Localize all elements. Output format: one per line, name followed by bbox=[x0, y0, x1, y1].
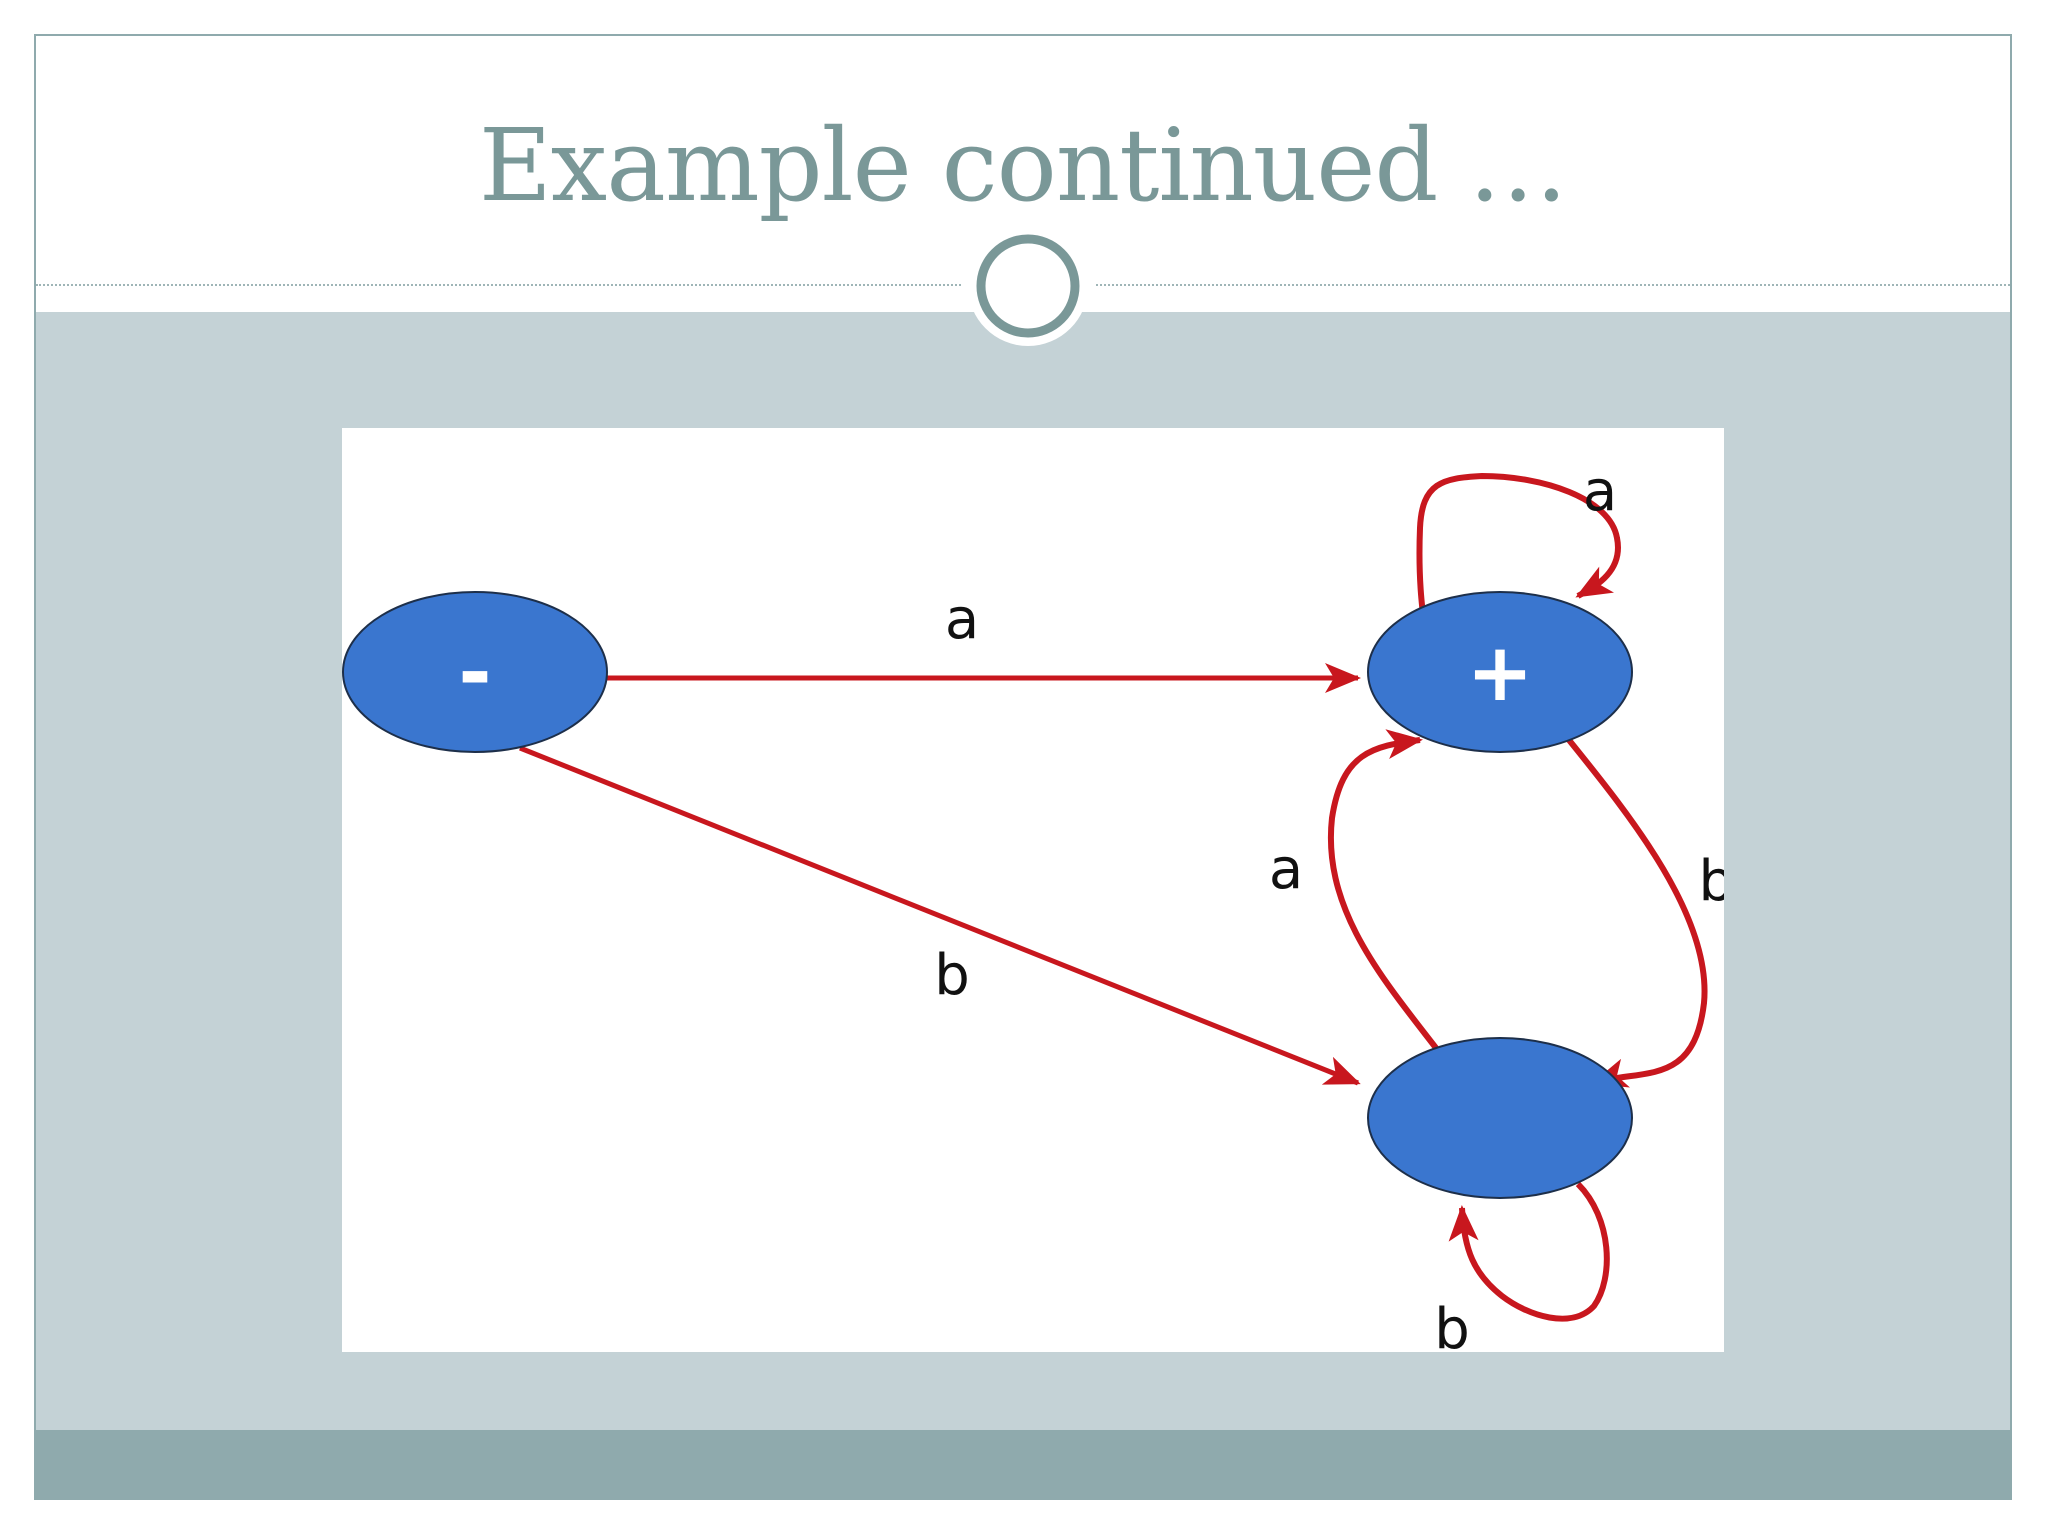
edge-other-to-final bbox=[1327, 729, 1439, 1050]
state-start-node bbox=[342, 591, 608, 753]
state-diagram-panel: - + a b a b a b bbox=[342, 428, 1724, 1352]
edge-label-final-self-loop: a bbox=[1583, 459, 1617, 524]
state-start: - bbox=[342, 591, 608, 753]
edge-start-to-other bbox=[519, 745, 1361, 1086]
state-final-node bbox=[1367, 591, 1633, 753]
title-divider-left bbox=[36, 284, 961, 286]
slide: Example continued … bbox=[34, 34, 2012, 1500]
edge-label-other-to-final: a bbox=[1269, 837, 1303, 902]
state-other bbox=[1367, 1037, 1633, 1199]
state-diagram: - + a b a b a b bbox=[342, 459, 1724, 1352]
edge-final-to-other bbox=[1566, 738, 1708, 1088]
edge-final-self-loop bbox=[1416, 472, 1621, 641]
state-final-label: + bbox=[1466, 626, 1533, 719]
edge-label-start-to-other: b bbox=[934, 943, 970, 1008]
footer-band bbox=[36, 1430, 2010, 1498]
state-other-node bbox=[1367, 1037, 1633, 1199]
edge-label-final-to-other: b bbox=[1698, 849, 1724, 914]
slide-title: Example continued … bbox=[478, 107, 1568, 224]
title-divider-right bbox=[1096, 284, 2010, 286]
edge-label-other-self-loop: b bbox=[1434, 1297, 1470, 1352]
state-start-label: - bbox=[458, 626, 491, 719]
edge-label-start-to-final: a bbox=[945, 587, 979, 652]
edge-other-self-loop bbox=[1448, 1181, 1610, 1322]
state-final: + bbox=[1367, 591, 1633, 753]
circle-ornament-icon bbox=[968, 226, 1088, 346]
